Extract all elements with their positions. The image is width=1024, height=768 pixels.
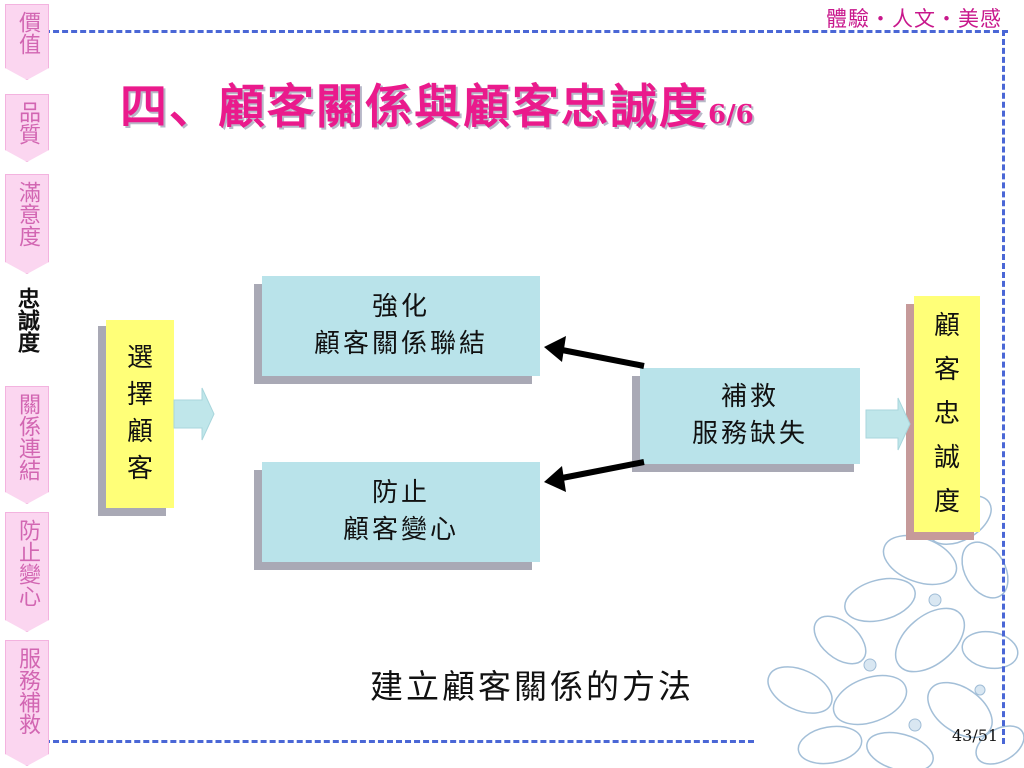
frame-bottom-border	[44, 740, 754, 743]
nav-tab-prevent-defection[interactable]: 防止變心	[5, 512, 49, 632]
bottom-box-line1: 防止	[371, 478, 430, 508]
frame-right-border	[1002, 30, 1005, 744]
right-box-char: 顧	[933, 311, 960, 341]
customer-loyalty-box: 顧 客 忠 誠 度	[914, 296, 980, 532]
arrow-to-bottom-box	[561, 459, 645, 481]
right-box-char: 忠	[933, 399, 960, 429]
left-box-char: 顧	[126, 417, 153, 447]
prevent-defection-box: 防止 顧客變心	[262, 462, 540, 562]
page-title: 四、顧客關係與顧客忠誠度6/6	[120, 68, 754, 137]
top-box-line1: 強化	[371, 292, 430, 322]
right-box-char: 度	[933, 487, 960, 517]
arrow-to-top-box	[561, 347, 645, 369]
strengthen-bonds-box: 強化 顧客關係聯結	[262, 276, 540, 376]
right-box-char: 誠	[933, 443, 960, 473]
choose-customer-box: 選 擇 顧 客	[106, 320, 174, 508]
center-box-line1: 補救	[720, 382, 779, 412]
right-block-arrow	[865, 397, 911, 451]
left-block-arrow	[173, 387, 215, 441]
nav-tab-label: 關係連結	[15, 393, 40, 481]
left-box-char: 客	[126, 454, 153, 484]
page-number: 43/51	[952, 726, 999, 745]
nav-tab-service-recovery[interactable]: 服務補救	[5, 640, 49, 766]
frame-top-border	[44, 30, 1008, 33]
nav-tab-loyalty[interactable]: 忠誠度	[5, 280, 49, 376]
arrow-head-top	[544, 336, 566, 362]
top-box-line2: 顧客關係聯結	[313, 329, 488, 359]
header-tagline: 體驗・人文・美感	[826, 7, 1002, 31]
diagram-caption: 建立顧客關係的方法	[370, 667, 694, 706]
service-recovery-box: 補救 服務缺失	[640, 368, 860, 464]
left-box-char: 擇	[126, 380, 153, 410]
nav-tab-label: 忠誠度	[14, 287, 40, 353]
arrow-head-bottom	[544, 466, 566, 492]
right-box-char: 客	[933, 355, 960, 385]
nav-tab-relationship-bonding[interactable]: 關係連結	[5, 386, 49, 504]
nav-tab-label: 品質	[15, 101, 40, 145]
left-box-char: 選	[126, 343, 153, 373]
bottom-box-line2: 顧客變心	[342, 515, 459, 545]
nav-tab-label: 滿意度	[15, 181, 40, 247]
nav-tab-quality[interactable]: 品質	[5, 94, 49, 162]
title-main: 四、顧客關係與顧客忠誠度	[120, 80, 708, 135]
title-page-indicator: 6/6	[708, 100, 754, 130]
nav-tab-label: 價值	[15, 11, 40, 55]
nav-tab-satisfaction[interactable]: 滿意度	[5, 174, 49, 274]
nav-tab-label: 服務補救	[15, 647, 40, 735]
nav-tab-value[interactable]: 價值	[5, 4, 49, 80]
center-box-line2: 服務缺失	[691, 419, 808, 449]
nav-tab-label: 防止變心	[15, 519, 40, 607]
